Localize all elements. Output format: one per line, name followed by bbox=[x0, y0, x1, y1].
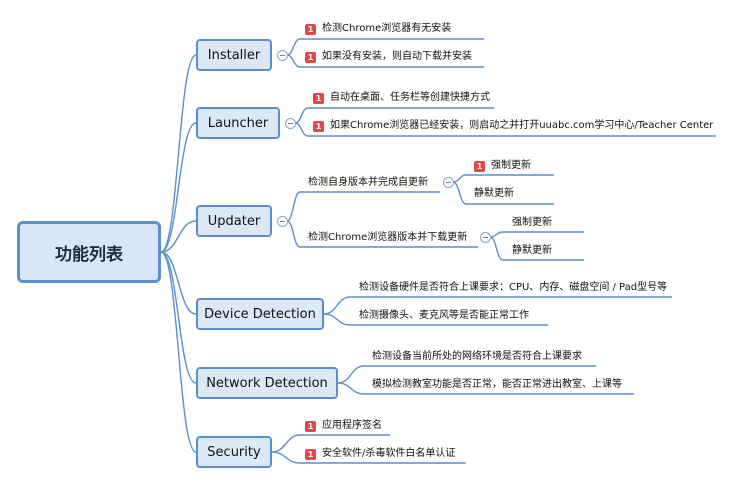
leaf-connector bbox=[286, 220, 301, 248]
leaf-connector bbox=[489, 231, 504, 238]
leaf-device-hardware: 检测设备硬件是否符合上课要求：CPU、内存、磁盘空间 / Pad型号等 bbox=[359, 282, 668, 293]
leaf-connector bbox=[337, 365, 365, 384]
leaf-connector bbox=[294, 122, 309, 137]
branch-launcher[interactable]: Launcher bbox=[196, 107, 280, 139]
priority-1-icon: 1 bbox=[474, 160, 485, 172]
priority-1-icon: 1 bbox=[313, 92, 324, 104]
leaf-connector bbox=[337, 382, 365, 395]
branch-network-detection[interactable]: Network Detection bbox=[196, 367, 338, 399]
priority-1-icon: 1 bbox=[305, 23, 316, 35]
branch-connector bbox=[160, 251, 197, 315]
leaf-connector bbox=[452, 181, 467, 205]
leaf-connector bbox=[286, 54, 301, 68]
collapse-icon[interactable] bbox=[277, 50, 288, 61]
leaf-updater-chrome-force: 强制更新 bbox=[512, 217, 552, 228]
branch-device-detection[interactable]: Device Detection bbox=[196, 298, 324, 330]
leaf-connector bbox=[286, 38, 301, 56]
leaf-network-classroom: 模拟检测教室功能是否正常，能否正常进出教室、上课等 bbox=[372, 379, 622, 390]
branch-connector bbox=[160, 54, 197, 253]
leaf-updater-chrome-silent: 静默更新 bbox=[512, 245, 552, 256]
branch-installer[interactable]: Installer bbox=[196, 39, 272, 71]
leaf-connector bbox=[271, 451, 301, 464]
leaf-connector bbox=[323, 313, 351, 326]
branch-updater[interactable]: Updater bbox=[196, 205, 272, 237]
leaf-updater-self-silent: 静默更新 bbox=[474, 188, 514, 199]
leaf-updater-chrome: 检测Chrome浏览器版本并下载更新 bbox=[308, 232, 468, 243]
priority-1-icon: 1 bbox=[305, 51, 316, 63]
leaf-connector bbox=[323, 296, 351, 315]
leaf-connector bbox=[452, 174, 467, 183]
collapse-icon[interactable] bbox=[277, 216, 288, 227]
priority-1-icon: 1 bbox=[305, 420, 316, 432]
leaf-connector bbox=[489, 236, 504, 261]
leaf-network-env: 检测设备当前所处的网络环境是否符合上课要求 bbox=[372, 351, 582, 362]
leaf-device-camera: 检测摄像头、麦克风等是否能正常工作 bbox=[359, 310, 529, 321]
branch-connector bbox=[160, 251, 197, 384]
leaf-updater-self: 检测自身版本并完成自更新 bbox=[308, 177, 428, 188]
leaf-connector bbox=[271, 434, 301, 453]
branch-security[interactable]: Security bbox=[196, 436, 272, 468]
priority-1-icon: 1 bbox=[305, 448, 316, 460]
collapse-icon[interactable] bbox=[285, 118, 296, 129]
leaf-connector bbox=[294, 107, 309, 124]
collapse-icon[interactable] bbox=[443, 177, 454, 188]
priority-1-icon: 1 bbox=[313, 120, 324, 132]
branch-connector bbox=[160, 122, 197, 253]
branch-connector bbox=[160, 220, 197, 253]
leaf-connector bbox=[286, 191, 301, 222]
collapse-icon[interactable] bbox=[480, 232, 491, 243]
branch-connector bbox=[160, 251, 197, 453]
root-node[interactable]: 功能列表 bbox=[17, 221, 161, 283]
